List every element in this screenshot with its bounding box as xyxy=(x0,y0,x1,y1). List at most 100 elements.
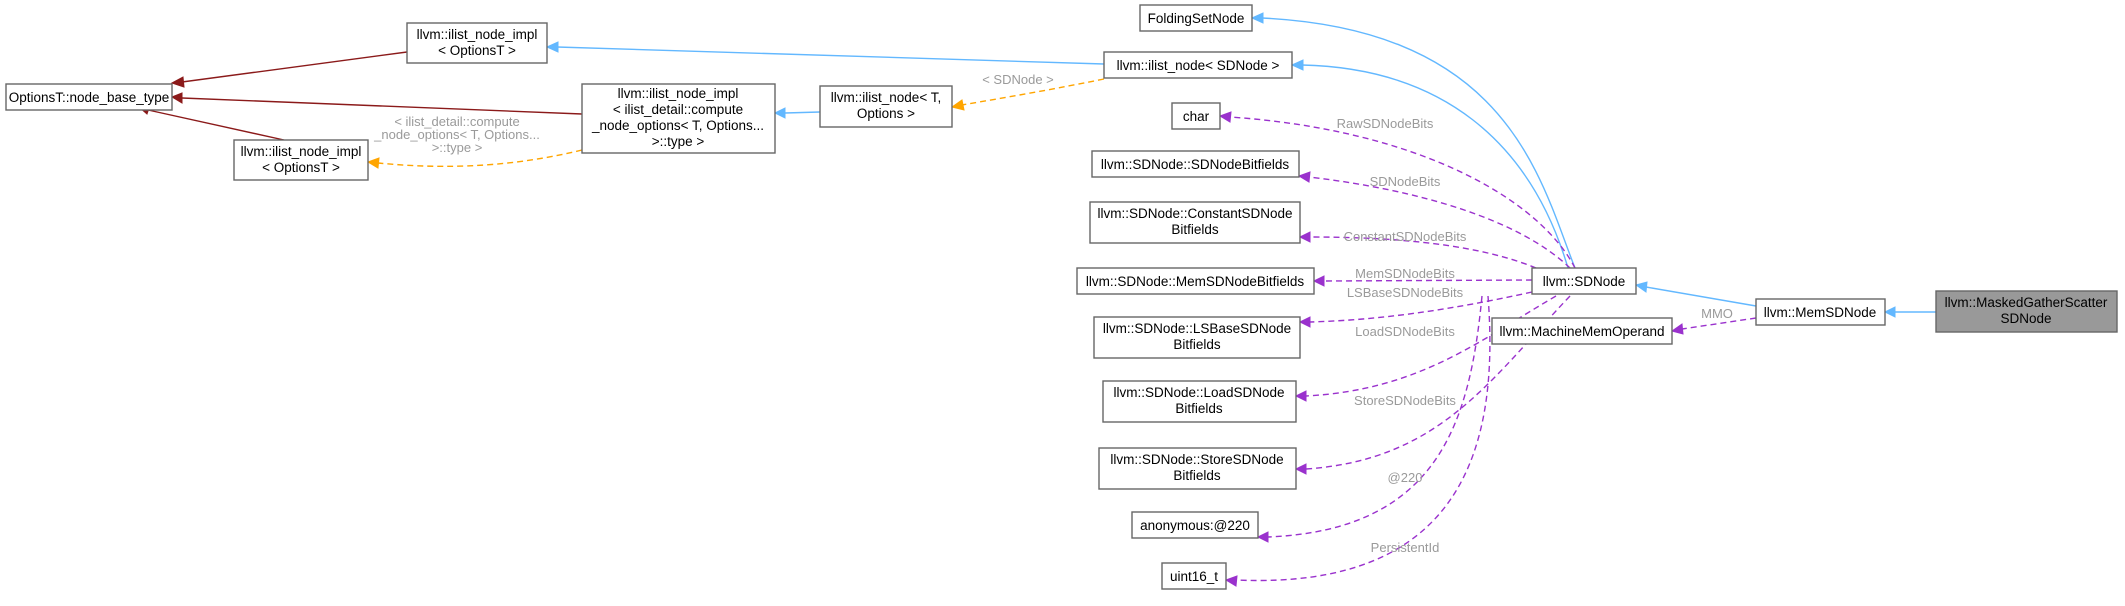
svg-text:llvm::MemSDNode: llvm::MemSDNode xyxy=(1764,305,1877,320)
svg-text:llvm::SDNode::MemSDNodeBitfiel: llvm::SDNode::MemSDNodeBitfields xyxy=(1086,274,1305,289)
node-sdnode[interactable]: llvm::SDNode xyxy=(1531,267,1637,295)
node-uint16-t[interactable]: uint16_t xyxy=(1161,562,1227,590)
edge-sdnode-anon xyxy=(1256,295,1483,543)
edge-sdnode-sdnode-bits xyxy=(1297,171,1571,269)
svg-text:llvm::ilist_node_impl< ilist_d: llvm::ilist_node_impl< ilist_detail::com… xyxy=(591,86,764,149)
text-line: < OptionsT > xyxy=(262,160,340,175)
svg-text:llvm::SDNode: llvm::SDNode xyxy=(1543,274,1626,289)
edge-label-constant-bits: ConstantSDNodeBits xyxy=(1344,229,1467,244)
text-line: llvm::SDNode::LoadSDNode xyxy=(1113,385,1284,400)
edge-masked-to-memsdnode xyxy=(1883,306,1936,318)
text-line: Bitfields xyxy=(1173,468,1221,483)
text-line: FoldingSetNode xyxy=(1148,11,1245,26)
edge-sdnode-raw-bits xyxy=(1218,111,1576,269)
svg-text:uint16_t: uint16_t xyxy=(1170,569,1218,584)
text-line: Bitfields xyxy=(1171,222,1219,237)
text-line: MMO xyxy=(1701,306,1733,321)
text-line: SDNode xyxy=(2000,311,2051,326)
edge-sdnode-to-folding-set xyxy=(1250,12,1576,269)
node-ilist-node-impl-compute[interactable]: llvm::ilist_node_impl< ilist_detail::com… xyxy=(581,83,776,154)
text-line: llvm::MemSDNode xyxy=(1764,305,1877,320)
text-line: RawSDNodeBits xyxy=(1337,116,1434,131)
node-ilist-node-sdnode[interactable]: llvm::ilist_node< SDNode > xyxy=(1103,51,1293,79)
text-line: PersistentId xyxy=(1371,540,1440,555)
text-line: llvm::ilist_node_impl xyxy=(618,86,739,101)
text-line: uint16_t xyxy=(1170,569,1218,584)
text-line: < OptionsT > xyxy=(438,43,516,58)
text-line: ConstantSDNodeBits xyxy=(1344,229,1467,244)
text-line: MemSDNodeBits xyxy=(1355,266,1455,281)
svg-text:llvm::ilist_node_impl< Options: llvm::ilist_node_impl< OptionsT > xyxy=(241,144,362,175)
text-line: OptionsT::node_base_type xyxy=(9,90,170,105)
text-line: Bitfields xyxy=(1173,337,1221,352)
edge-label-raw-bits: RawSDNodeBits xyxy=(1337,116,1434,131)
svg-text:anonymous:@220: anonymous:@220 xyxy=(1140,518,1250,533)
svg-text:FoldingSetNode: FoldingSetNode xyxy=(1148,11,1245,26)
text-line: _node_options< T, Options... xyxy=(591,118,764,133)
svg-text:OptionsT::node_base_type: OptionsT::node_base_type xyxy=(9,90,170,105)
node-anonymous-220[interactable]: anonymous:@220 xyxy=(1131,511,1259,539)
text-line: < SDNode > xyxy=(982,72,1054,87)
edge-ilist-T-to-impl-mid xyxy=(773,107,821,119)
node-ilist-node-T-options[interactable]: llvm::ilist_node< T,Options > xyxy=(819,85,953,128)
text-line: _node_options< T, Options... xyxy=(373,127,540,142)
edge-sdnode-load-bits xyxy=(1294,295,1557,402)
edge-memsdnode-mmo xyxy=(1670,317,1757,335)
text-line: SDNodeBits xyxy=(1370,174,1441,189)
node-mem-sdnode-bitfields[interactable]: llvm::SDNode::MemSDNodeBitfields xyxy=(1076,267,1315,295)
text-line: LSBaseSDNodeBits xyxy=(1347,285,1464,300)
edge-ilist-sdnode-to-impl-top xyxy=(545,41,1105,65)
edge-impl-mid-to-options-base xyxy=(170,92,583,115)
node-ilist-node-impl-top[interactable]: llvm::ilist_node_impl< OptionsT > xyxy=(406,22,548,64)
node-options-base-type[interactable]: OptionsT::node_base_type xyxy=(5,83,173,111)
edge-sdnode-mem-bits xyxy=(1312,275,1533,287)
text-line: llvm::MachineMemOperand xyxy=(1499,324,1664,339)
edge-sdnode-to-ilist-sdnode xyxy=(1290,59,1569,269)
text-line: < ilist_detail::compute xyxy=(394,114,519,129)
edge-label-tmpl-sdnode: < SDNode > xyxy=(982,72,1054,87)
edge-label-mem-bits: MemSDNodeBits xyxy=(1355,266,1455,281)
node-ilist-node-impl-bottom[interactable]: llvm::ilist_node_impl< OptionsT > xyxy=(233,139,369,181)
text-line: Options > xyxy=(857,106,915,121)
text-line: char xyxy=(1183,109,1210,124)
edge-label-load-bits: LoadSDNodeBits xyxy=(1355,324,1455,339)
node-machine-mem-operand[interactable]: llvm::MachineMemOperand xyxy=(1491,317,1673,345)
text-line: < ilist_detail::compute xyxy=(613,102,743,117)
svg-text:llvm::MachineMemOperand: llvm::MachineMemOperand xyxy=(1499,324,1664,339)
svg-text:llvm::ilist_node_impl< Options: llvm::ilist_node_impl< OptionsT > xyxy=(417,27,538,58)
text-line: StoreSDNodeBits xyxy=(1354,393,1456,408)
edge-label-sdnode-bits: SDNodeBits xyxy=(1370,174,1441,189)
edge-label-persistent: PersistentId xyxy=(1371,540,1440,555)
node-mem-sdnode[interactable]: llvm::MemSDNode xyxy=(1755,298,1886,326)
text-line: llvm::SDNode::MemSDNodeBitfields xyxy=(1086,274,1305,289)
text-line: llvm::ilist_node< T, xyxy=(831,90,941,105)
edge-sdnode-persistent xyxy=(1224,295,1491,587)
text-line: llvm::SDNode::StoreSDNode xyxy=(1110,452,1283,467)
text-line: llvm::ilist_node_impl xyxy=(417,27,538,42)
text-line: llvm::ilist_node< SDNode > xyxy=(1117,58,1280,73)
edge-label-store-bits: StoreSDNodeBits xyxy=(1354,393,1456,408)
node-sdnode-bitfields[interactable]: llvm::SDNode::SDNodeBitfields xyxy=(1091,150,1300,178)
text-line: llvm::SDNode::LSBaseSDNode xyxy=(1103,321,1291,336)
edge-ilist-T-to-ilist-sdnode xyxy=(950,78,1105,111)
svg-text:llvm::ilist_node< SDNode >: llvm::ilist_node< SDNode > xyxy=(1117,58,1280,73)
edge-label-anon: @220 xyxy=(1388,470,1423,485)
svg-text:llvm::SDNode::SDNodeBitfields: llvm::SDNode::SDNodeBitfields xyxy=(1101,157,1290,172)
svg-text:char: char xyxy=(1183,109,1210,124)
node-folding-set-node[interactable]: FoldingSetNode xyxy=(1139,4,1253,32)
text-line: llvm::SDNode::ConstantSDNode xyxy=(1097,206,1292,221)
edge-impl-top-to-options-base xyxy=(170,51,408,88)
edge-label-lsbase-bits: LSBaseSDNodeBits xyxy=(1347,285,1464,300)
edge-label-mmo: MMO xyxy=(1701,306,1733,321)
node-char[interactable]: char xyxy=(1171,102,1221,130)
